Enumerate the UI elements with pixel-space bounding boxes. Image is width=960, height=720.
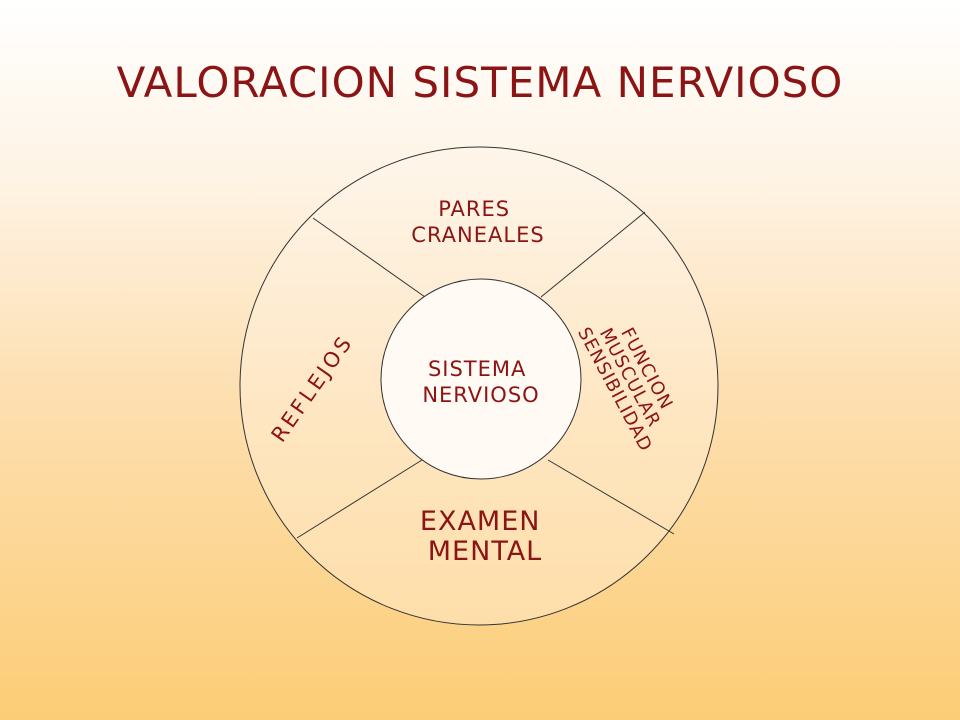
- inner-circle: [380, 278, 582, 480]
- segment-top-line1: PARES: [438, 197, 510, 221]
- segment-bottom-line1: EXAMEN: [420, 506, 541, 537]
- divider-bottom-right: [547, 459, 675, 535]
- segment-bottom-label: EXAMEN MENTAL: [420, 506, 550, 567]
- divider-top-left: [312, 217, 426, 298]
- divider-bottom-left: [296, 459, 423, 539]
- segment-bottom-line2: MENTAL: [428, 536, 542, 567]
- center-label: SISTEMA NERVIOSO: [422, 357, 539, 407]
- slide-title: VALORACION SISTEMA NERVIOSO: [116, 58, 844, 107]
- segment-top-line2: CRANEALES: [411, 223, 544, 247]
- center-label-line1: SISTEMA: [428, 357, 526, 381]
- segment-top-label: PARES CRANEALES: [411, 197, 544, 247]
- divider-top-right: [540, 211, 646, 298]
- center-label-line2: NERVIOSO: [422, 383, 539, 407]
